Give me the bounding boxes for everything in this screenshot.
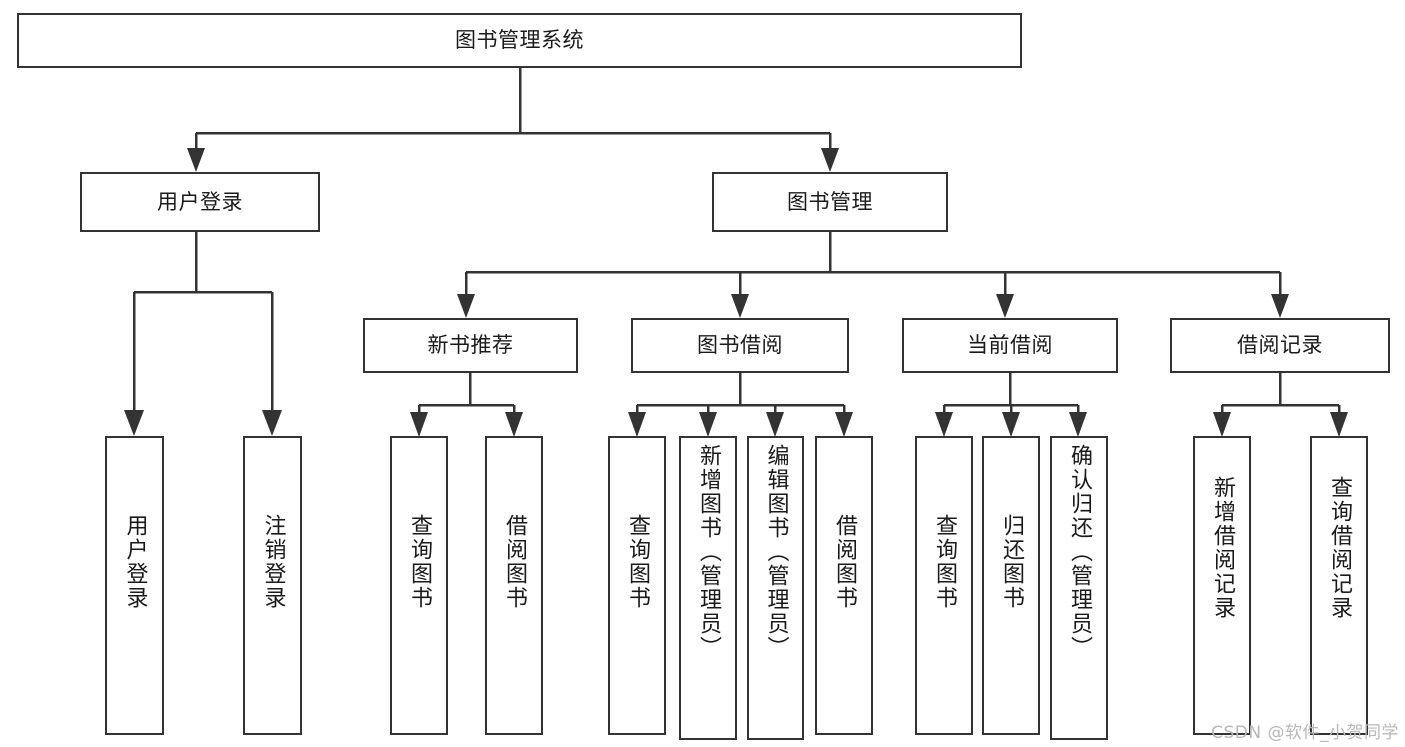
node-leaf-query-book-3[interactable]: 查询图书: [915, 436, 973, 735]
node-leaf-add-book[interactable]: 新增图书（管理员）: [679, 436, 737, 740]
node-leaf-query-book-1-label: 查询图书: [407, 514, 432, 610]
node-leaf-query-record-label: 查询借阅记录: [1327, 476, 1352, 620]
node-leaf-return-book[interactable]: 归还图书: [982, 436, 1040, 735]
node-leaf-user-login[interactable]: 用户登录: [105, 436, 164, 735]
node-new-book-recommend[interactable]: 新书推荐: [363, 318, 578, 373]
node-leaf-borrow-book-2-label: 借阅图书: [832, 514, 857, 610]
node-leaf-query-record[interactable]: 查询借阅记录: [1310, 436, 1368, 735]
node-leaf-return-book-label: 归还图书: [999, 514, 1024, 610]
node-leaf-edit-book[interactable]: 编辑图书（管理员）: [747, 436, 804, 740]
node-leaf-borrow-book-2[interactable]: 借阅图书: [815, 436, 873, 735]
node-leaf-query-book-2-label: 查询图书: [625, 514, 650, 610]
node-user-login[interactable]: 用户登录: [80, 172, 320, 232]
node-leaf-add-record[interactable]: 新增借阅记录: [1193, 436, 1251, 735]
node-new-book-recommend-label: 新书推荐: [427, 333, 514, 358]
node-leaf-logout-login-label: 注销登录: [260, 514, 286, 610]
node-root[interactable]: 图书管理系统: [17, 13, 1022, 68]
node-leaf-add-book-label: 新增图书（管理员）: [696, 444, 721, 660]
node-user-login-label: 用户登录: [157, 189, 243, 214]
node-book-management[interactable]: 图书管理: [712, 172, 948, 232]
node-leaf-borrow-book-1-label: 借阅图书: [502, 514, 527, 610]
node-current-borrow-label: 当前借阅: [967, 333, 1053, 358]
node-leaf-edit-book-label: 编辑图书（管理员）: [763, 444, 789, 660]
node-leaf-borrow-book-1[interactable]: 借阅图书: [485, 436, 543, 735]
arrowheads: [124, 148, 1348, 437]
node-book-borrow-label: 图书借阅: [697, 333, 783, 358]
node-leaf-query-book-3-label: 查询图书: [932, 514, 957, 610]
node-borrow-record[interactable]: 借阅记录: [1170, 318, 1390, 373]
node-leaf-logout-login[interactable]: 注销登录: [243, 436, 302, 735]
node-root-label: 图书管理系统: [455, 28, 584, 53]
watermark-text: CSDN @软件_小贺同学: [1211, 723, 1399, 743]
node-leaf-query-book-1[interactable]: 查询图书: [390, 436, 448, 735]
node-leaf-confirm-return[interactable]: 确认归还（管理员）: [1050, 436, 1108, 740]
node-book-borrow[interactable]: 图书借阅: [631, 318, 849, 373]
node-book-management-label: 图书管理: [787, 189, 873, 214]
node-leaf-add-record-label: 新增借阅记录: [1210, 476, 1235, 620]
node-leaf-query-book-2[interactable]: 查询图书: [608, 436, 666, 735]
node-borrow-record-label: 借阅记录: [1237, 333, 1323, 358]
node-current-borrow[interactable]: 当前借阅: [902, 318, 1118, 373]
node-leaf-user-login-label: 用户登录: [122, 514, 148, 610]
node-leaf-confirm-return-label: 确认归还（管理员）: [1067, 444, 1092, 660]
